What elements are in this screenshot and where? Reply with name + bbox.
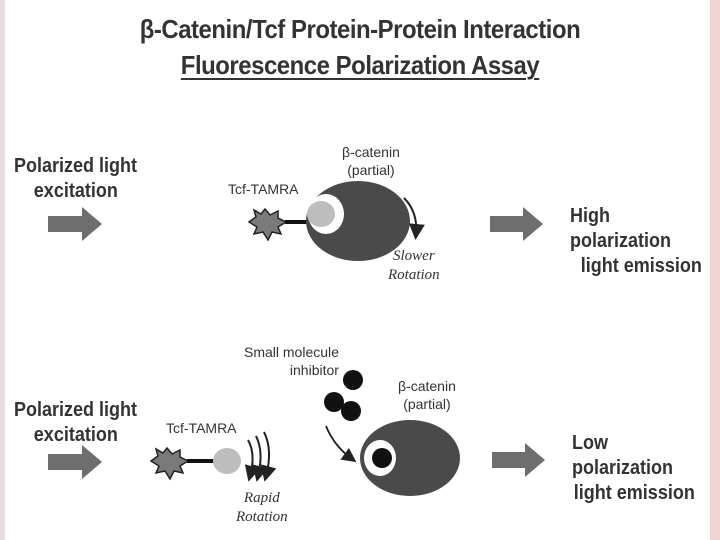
top-probe-star xyxy=(249,209,286,240)
inhibitor-binding-arrow xyxy=(326,426,352,459)
bottom-rapid-rotation-arrow-2 xyxy=(256,436,261,476)
bottom-probe-ball xyxy=(213,448,241,474)
top-probe-ball xyxy=(307,201,335,227)
bottom-emission-arrow xyxy=(492,443,545,477)
bottom-excitation-arrow xyxy=(48,445,102,479)
inhibitor-molecule-1 xyxy=(343,370,363,390)
top-emission-arrow xyxy=(490,207,543,241)
bottom-probe-star xyxy=(151,448,188,479)
inhibitor-molecule-3 xyxy=(341,401,361,421)
inhibitor-molecule-2 xyxy=(324,392,344,412)
bottom-bound-inhibitor xyxy=(372,448,392,468)
bottom-rapid-rotation-arrow-1 xyxy=(248,440,253,476)
bottom-rapid-rotation-arrow-3 xyxy=(264,432,269,476)
top-excitation-arrow xyxy=(48,207,102,241)
